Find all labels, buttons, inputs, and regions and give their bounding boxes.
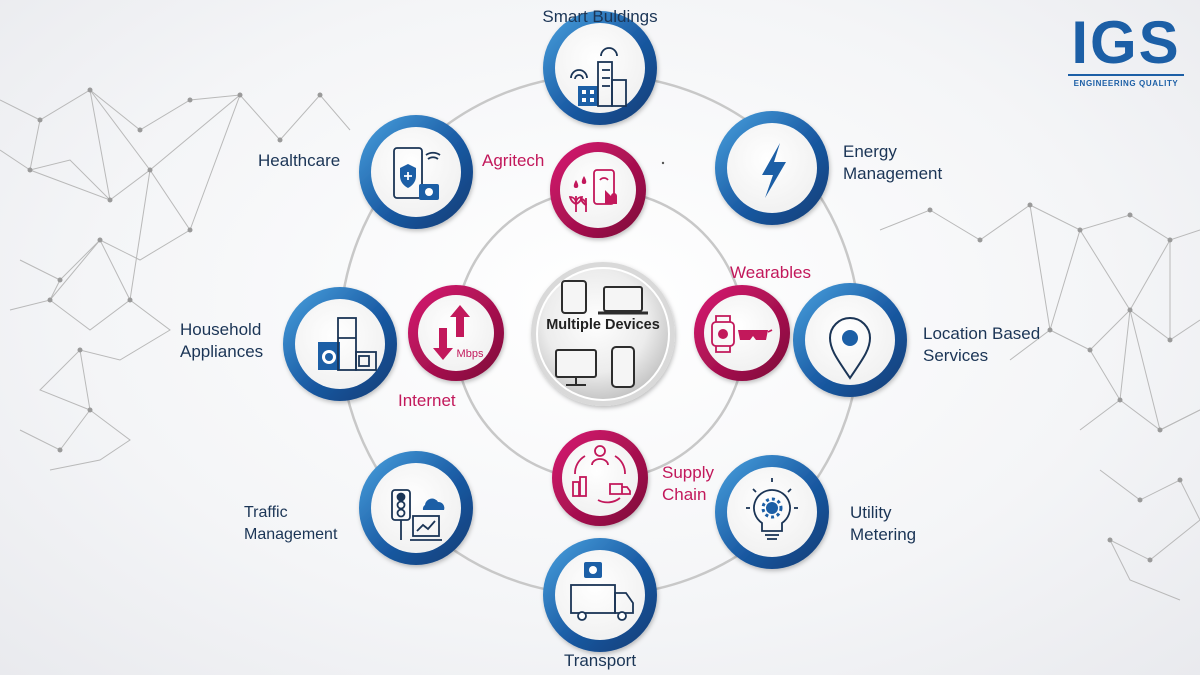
logo-text: IGS	[1071, 9, 1181, 76]
buildings-icon	[570, 47, 627, 107]
logo-tagline: ENGINEERING QUALITY	[1073, 79, 1179, 88]
label-energy-management: Energy Management	[843, 141, 942, 185]
center-node	[531, 262, 675, 406]
traffic-light-icon	[391, 489, 445, 541]
node-supply-chain	[552, 430, 648, 526]
label-line: Appliances	[180, 342, 264, 361]
label-internet: Internet	[398, 391, 456, 410]
node-transport	[543, 538, 657, 652]
node-traffic-management	[359, 451, 473, 565]
lightbulb-gear-icon	[746, 478, 798, 540]
label-line: Energy	[843, 142, 897, 161]
label-agritech: Agritech	[482, 151, 545, 170]
supply-cycle-icon	[572, 445, 631, 504]
node-agritech	[550, 142, 646, 238]
label-line: Utility	[850, 503, 892, 522]
logo-divider	[1068, 74, 1184, 76]
label-line: Services	[923, 346, 989, 365]
network-mesh-right	[879, 202, 1200, 601]
label-line: Metering	[850, 525, 917, 544]
decorative-dot	[661, 161, 665, 165]
label-line: Management	[843, 164, 943, 183]
network-mesh-left	[0, 87, 351, 471]
label-line: Location Based	[923, 324, 1041, 343]
label-transport: Transport	[563, 651, 637, 670]
map-pin-icon	[828, 317, 872, 380]
label-wearables: Wearables	[730, 263, 811, 282]
label-location-based-services: Location Based Services	[923, 323, 1040, 367]
label-line: Supply	[662, 463, 714, 482]
label-smart-buildings: Smart Buldings	[542, 7, 658, 26]
label-line: Traffic	[244, 504, 288, 521]
truck-icon	[570, 562, 634, 621]
label-line: Chain	[662, 485, 707, 504]
bandwidth-unit: Mbps	[457, 348, 484, 360]
node-smart-buildings	[543, 11, 657, 125]
devices-icon	[555, 280, 648, 388]
label-line: Household	[180, 320, 262, 339]
label-traffic-management: Traffic Management	[244, 502, 337, 546]
bandwidth-icon	[433, 305, 470, 360]
medical-phone-icon	[393, 147, 441, 200]
center-label: Multiple Devices	[546, 317, 660, 333]
smartwatch-icon	[711, 315, 773, 353]
label-healthcare: Healthcare	[258, 151, 341, 170]
igs-logo: IGS ENGINEERING QUALITY	[1068, 12, 1184, 88]
label-household-appliances: Household Appliances	[180, 319, 263, 363]
lightning-icon	[762, 143, 786, 198]
appliances-icon	[318, 317, 377, 371]
label-supply-chain: Supply Chain	[662, 462, 714, 506]
label-line: Management	[244, 526, 338, 543]
plant-phone-icon	[568, 169, 617, 212]
label-utility-metering: Utility Metering	[850, 502, 916, 546]
